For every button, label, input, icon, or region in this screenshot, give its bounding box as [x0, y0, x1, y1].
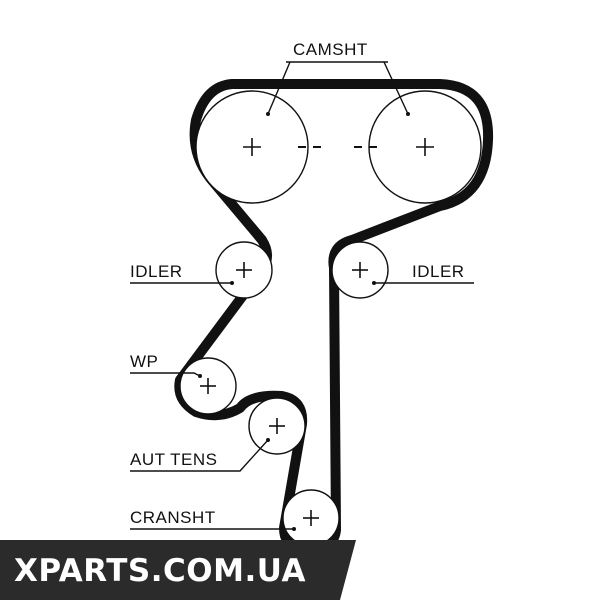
- water-pump-leader: [130, 372, 202, 378]
- crankshaft-pulley: [282, 489, 340, 547]
- idler-pulley-right: [331, 241, 389, 299]
- idler-right-leader: [372, 281, 474, 285]
- water-pump-label: WP: [130, 352, 158, 371]
- idler-left-label: IDLER: [130, 262, 183, 281]
- camshaft-pulley-left: [195, 90, 309, 204]
- camshaft-pulley-right: [368, 90, 482, 204]
- auto-tensioner-label: AUT TENS: [130, 450, 217, 469]
- idler-right-label: IDLER: [412, 262, 465, 281]
- camshaft-label: CAMSHT: [293, 40, 368, 59]
- idler-left-leader: [130, 281, 234, 285]
- water-pump-pulley: [179, 357, 237, 415]
- watermark-banner: [0, 540, 356, 600]
- timing-belt: [174, 79, 494, 553]
- watermark-text: XPARTS.COM.UA: [14, 553, 306, 589]
- idler-pulley-left: [215, 241, 273, 299]
- auto-tensioner-pulley: [248, 397, 306, 455]
- crankshaft-leader: [130, 527, 296, 531]
- camshaft-leader: [266, 61, 410, 116]
- auto-tensioner-leader: [130, 438, 270, 472]
- crankshaft-label: CRANSHT: [130, 508, 216, 527]
